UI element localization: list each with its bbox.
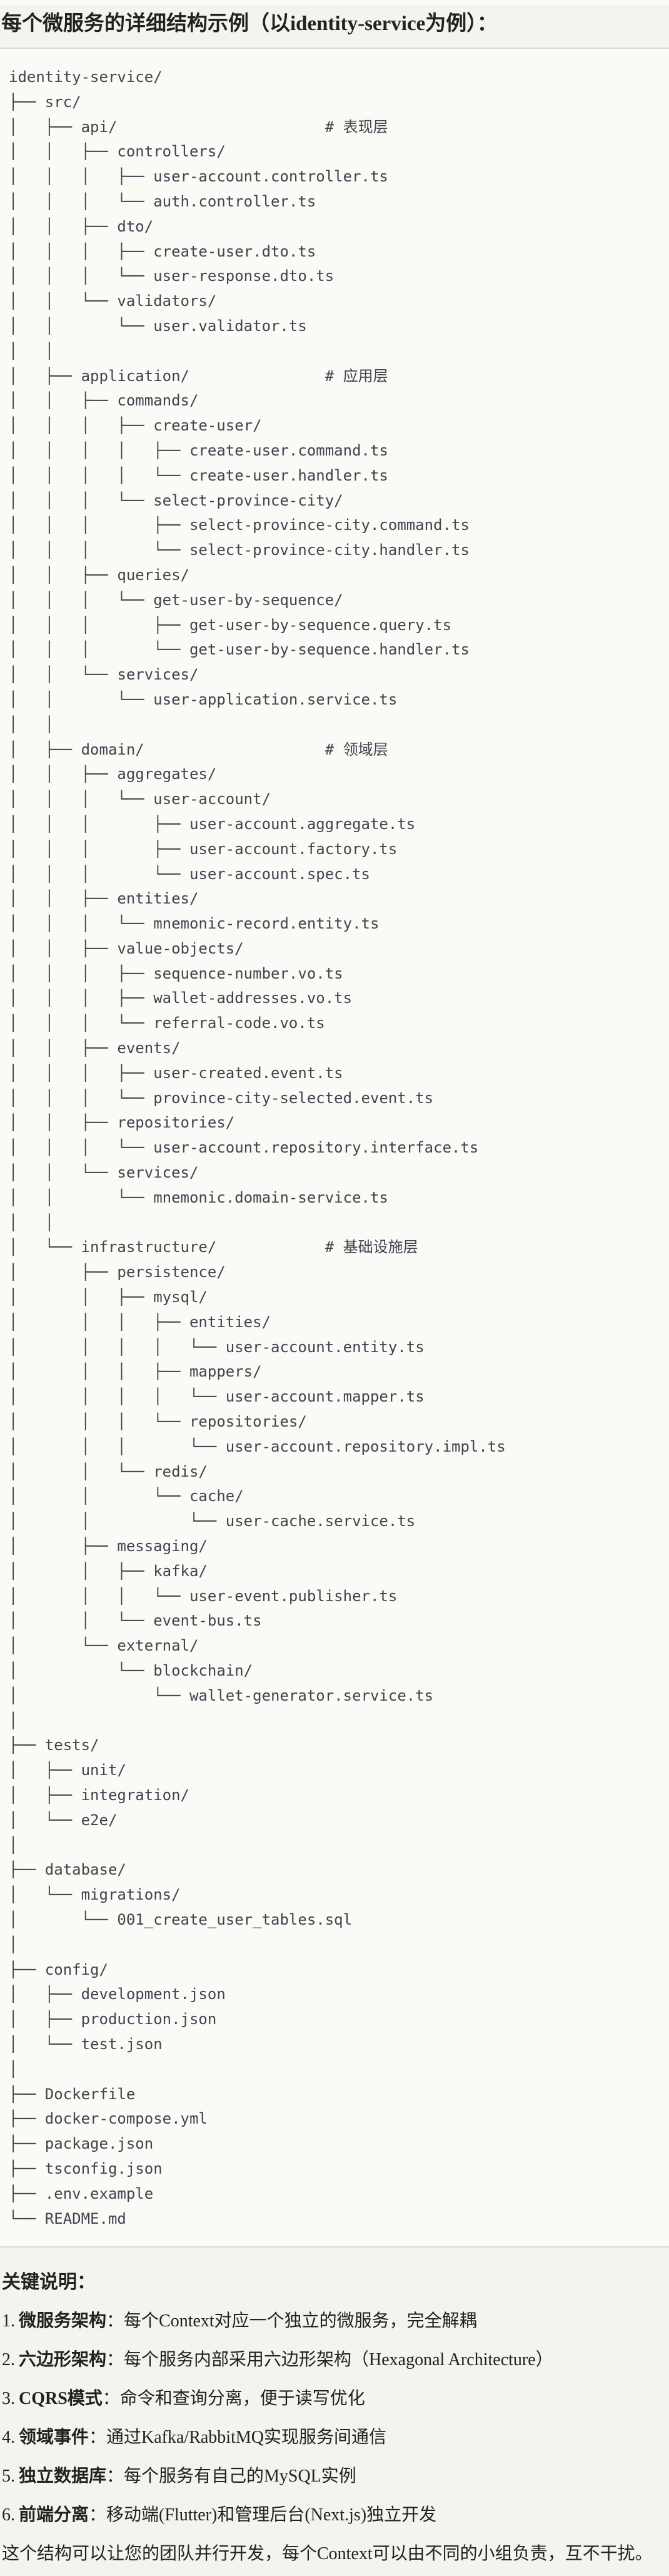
note-term: 领域事件: [19, 2428, 89, 2447]
code-block-divider: [0, 2246, 669, 2248]
header-divider: [0, 48, 669, 49]
note-number: 4.: [2, 2428, 15, 2447]
note-item: 4.领域事件：通过Kafka/RabbitMQ实现服务间通信: [2, 2425, 663, 2450]
notes-heading: 关键说明：: [2, 2272, 96, 2293]
page-title: 每个微服务的详细结构示例（以identity-service为例）：: [1, 13, 498, 35]
note-term: CQRS模式: [19, 2389, 103, 2408]
note-term: 六边形架构: [19, 2350, 107, 2370]
note-item: 5.独立数据库：每个服务有自己的MySQL实例: [2, 2464, 663, 2489]
key-notes-section: 关键说明： 1.微服务架构：每个Context对应一个独立的微服务，完全解耦 2…: [0, 2248, 669, 2576]
file-tree: identity-service/ ├── src/ │ ├── api/ # …: [9, 68, 506, 2227]
note-desc: ：通过Kafka/RabbitMQ实现服务间通信: [89, 2428, 386, 2447]
notes-footer: 这个结构可以让您的团队并行开发，每个Context可以由不同的小组负责，互不干扰…: [2, 2544, 653, 2563]
note-term: 微服务架构: [19, 2311, 107, 2331]
note-desc: ：每个服务有自己的MySQL实例: [106, 2467, 356, 2486]
note-desc: ：每个Context对应一个独立的微服务，完全解耦: [106, 2311, 477, 2331]
note-term: 前端分离: [19, 2505, 89, 2525]
note-desc: ：命令和查询分离，便于读写优化: [102, 2389, 365, 2408]
note-number: 3.: [2, 2389, 15, 2408]
top-strip: [0, 0, 669, 5]
note-term: 独立数据库: [19, 2467, 107, 2486]
document-header: 每个微服务的详细结构示例（以identity-service为例）：: [0, 5, 669, 48]
note-item: 6.前端分离：移动端(Flutter)和管理后台(Next.js)独立开发: [2, 2503, 663, 2528]
note-number: 2.: [2, 2350, 15, 2370]
code-block: identity-service/ ├── src/ │ ├── api/ # …: [0, 49, 669, 2246]
note-item: 3.CQRS模式：命令和查询分离，便于读写优化: [2, 2386, 663, 2411]
note-item: 1.微服务架构：每个Context对应一个独立的微服务，完全解耦: [2, 2309, 663, 2334]
note-desc: ：移动端(Flutter)和管理后台(Next.js)独立开发: [89, 2505, 437, 2525]
note-number: 6.: [2, 2505, 15, 2525]
note-item: 2.六边形架构：每个服务内部采用六边形架构（Hexagonal Architec…: [2, 2348, 663, 2373]
note-number: 1.: [2, 2311, 15, 2331]
note-number: 5.: [2, 2467, 15, 2486]
note-desc: ：每个服务内部采用六边形架构（Hexagonal Architecture）: [106, 2350, 553, 2370]
